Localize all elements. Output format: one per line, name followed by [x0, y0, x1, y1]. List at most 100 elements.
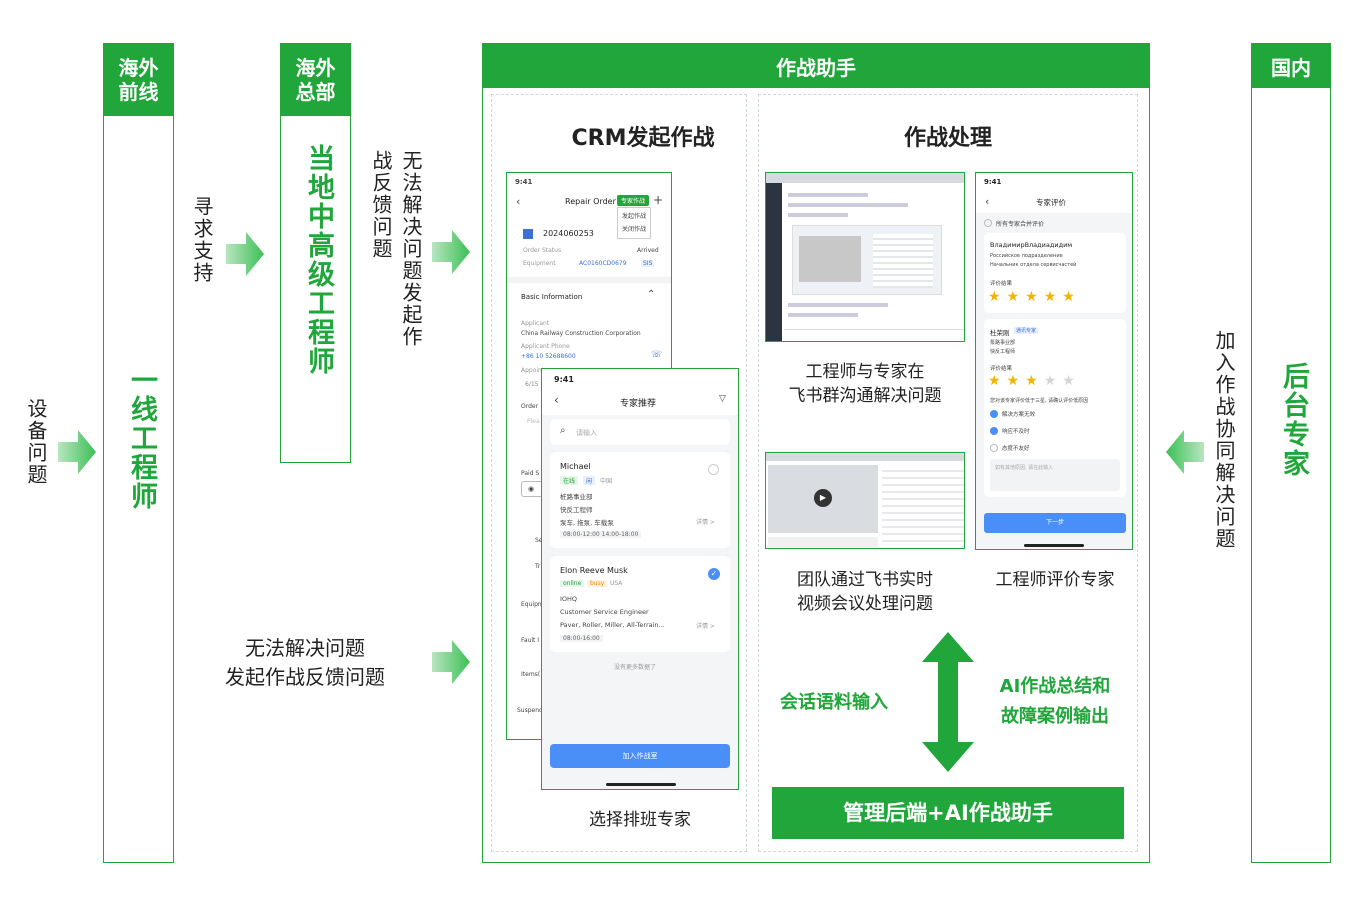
next-step-button[interactable]: 下一步 [984, 513, 1126, 533]
search-input[interactable]: ⌕ 请输入 [550, 419, 730, 445]
expert-name: 杜荣刚 [990, 329, 1010, 337]
device-problem-label: 设备问题 [24, 398, 48, 486]
select-expert-caption: 选择排班专家 [589, 810, 691, 830]
expert-card-elon[interactable]: Elon Reeve Musk online busy USA IOHQ Cus… [550, 556, 730, 652]
paid-radio[interactable]: ◉ [521, 481, 543, 497]
expert-recommend-phone: 9:41 ‹ 专家推荐 ▽ ⌕ 请输入 Michael 在线 闲 中国 桩路事业… [541, 368, 739, 790]
app-sidebar [766, 183, 782, 341]
crm-title: CRM发起作战 [571, 126, 715, 151]
seek-support-label: 寻求支持 [190, 196, 214, 284]
status-tag: online [560, 580, 585, 587]
back-icon[interactable]: ‹ [516, 195, 521, 208]
order-label: Order [521, 403, 539, 410]
process-frame [758, 94, 1138, 852]
page-title: Repair Order [565, 197, 616, 206]
expert-org: 泵路事业部 [990, 340, 1016, 346]
search-placeholder: 请输入 [576, 429, 597, 437]
expert-eval-card-2: 杜荣刚 通讯专家 泵路事业部 快反工程师 评价结果 ★★★★★ 您对该专家评价低… [984, 319, 1126, 497]
arrow-right-icon [432, 640, 470, 684]
back-icon[interactable]: ‹ [554, 393, 559, 407]
domestic-header: 国内 [1252, 44, 1330, 88]
reason-check-icon[interactable] [990, 427, 998, 435]
join-battle-label: 加入作战协同解决问题 [1212, 330, 1236, 550]
star-rating[interactable]: ★★★★★ [988, 289, 1081, 305]
back-icon[interactable]: ‹ [985, 195, 990, 208]
star-icon[interactable]: ★ [1006, 373, 1026, 389]
star-icon[interactable]: ★ [1062, 373, 1081, 389]
phone-icon[interactable]: ☏ [651, 350, 663, 360]
star-icon[interactable]: ★ [1062, 289, 1081, 305]
detail-link[interactable]: 详情 > [696, 519, 715, 526]
phone-value[interactable]: +86 10 52688600 [521, 353, 576, 360]
no-more-data: 没有更多数据了 [614, 664, 657, 671]
rating-label: 评价结果 [990, 281, 1013, 287]
ai-output-line2: 故障案例输出 [1001, 706, 1109, 727]
menu-item-close[interactable]: 关闭作战 [622, 226, 647, 233]
chat-line [788, 313, 858, 317]
shared-image [792, 225, 942, 295]
select-radio[interactable] [708, 464, 719, 475]
star-icon[interactable]: ★ [1006, 289, 1026, 305]
domestic-column: 国内 后台专家 [1251, 43, 1331, 863]
arrow-right-icon [432, 230, 470, 274]
star-icon[interactable]: ★ [988, 289, 1007, 305]
bottom-feedback-text: 无法解决问题 发起作战反馈问题 [200, 634, 410, 692]
arrow-right-icon [58, 430, 96, 474]
expert-card-michael[interactable]: Michael 在线 闲 中国 桩路事业部 快反工程师 泵车, 拖泵, 车载泵 … [550, 452, 730, 548]
detail-link[interactable]: 详情 > [696, 623, 715, 630]
star-icon[interactable]: ★ [1043, 373, 1063, 389]
low-rating-question: 您对该专家评价低于三星, 请确认评价低原因 [990, 398, 1089, 404]
reason-radio[interactable] [990, 444, 998, 452]
expert-hours: 08:00-16:00 [560, 635, 603, 642]
join-battle-button[interactable]: 加入作战室 [550, 744, 730, 768]
process-title: 作战处理 [903, 126, 992, 151]
menu-item-start[interactable]: 发起作战 [622, 213, 647, 220]
check-icon[interactable]: ✓ [708, 568, 720, 580]
backend-ai-box: 管理后端+AI作战助手 [772, 787, 1124, 839]
expert-evaluation-phone: 9:41 ‹ 专家评价 所有专家合并评价 ВладимирВладиадидим… [975, 172, 1133, 550]
hq-feedback-label: 无法解决问题发起作战反馈问题 [369, 150, 423, 348]
items-label: Items( [521, 671, 541, 678]
please-text: Plea [527, 418, 540, 425]
filter-icon[interactable]: ▽ [719, 394, 726, 404]
other-reason-input[interactable]: 如有其他原因, 请在此输入 [990, 459, 1120, 491]
header-bg [976, 173, 1132, 213]
expert-battle-button[interactable]: 专家作战 [617, 195, 650, 206]
frontline-header: 海外前线 [104, 44, 173, 116]
suspend-label: Suspend [517, 707, 543, 714]
paid-label: Paid S [521, 470, 540, 477]
corpus-input-label: 会话语料输入 [780, 692, 888, 713]
basic-info-section[interactable]: Basic Information [521, 293, 583, 301]
play-icon[interactable]: ▶ [814, 489, 832, 507]
status-time: 9:41 [984, 178, 1002, 186]
meeting-caption: 团队通过飞书实时 视频会议处理问题 [760, 568, 970, 616]
chevron-up-icon[interactable]: ⌃ [647, 289, 656, 300]
equipment-value[interactable]: AC0160CD0679 [579, 260, 627, 267]
star-rating[interactable]: ★★★★★ [988, 373, 1081, 389]
status-tag: busy [587, 580, 608, 587]
star-icon[interactable]: ★ [1025, 373, 1044, 389]
video-meeting-screenshot: ▶ [765, 452, 965, 549]
star-icon[interactable]: ★ [1043, 289, 1063, 305]
document-panel [882, 465, 964, 545]
merge-label: 所有专家合并评价 [996, 221, 1045, 228]
reason-label: 解决方案无效 [1002, 412, 1036, 418]
battle-assistant-header: 作战助手 [483, 44, 1149, 88]
star-icon[interactable]: ★ [988, 373, 1007, 389]
add-icon[interactable]: + [653, 193, 664, 207]
star-icon[interactable]: ★ [1025, 289, 1044, 305]
expert-badge: 通讯专家 [1014, 327, 1039, 334]
status-tag: 在线 [560, 476, 579, 485]
expert-skills: Paver, Roller, Miller, All-Terrain... [560, 621, 665, 629]
merge-radio[interactable] [984, 219, 992, 227]
backend-expert-label: 后台专家 [1278, 362, 1309, 478]
phone-label: Applicant Phone [521, 343, 570, 350]
hq-header: 海外总部 [281, 44, 350, 116]
expert-role: 快反工程师 [560, 506, 593, 514]
reason-check-icon[interactable] [990, 410, 998, 418]
appoint-value: 6/15 [525, 381, 539, 388]
fault-label: Fault I [521, 637, 540, 644]
reason-label: 响应不及时 [1002, 429, 1030, 435]
tr-label: Tr [535, 563, 541, 570]
chat-caption: 工程师与专家在 飞书群沟通解决问题 [760, 360, 970, 408]
